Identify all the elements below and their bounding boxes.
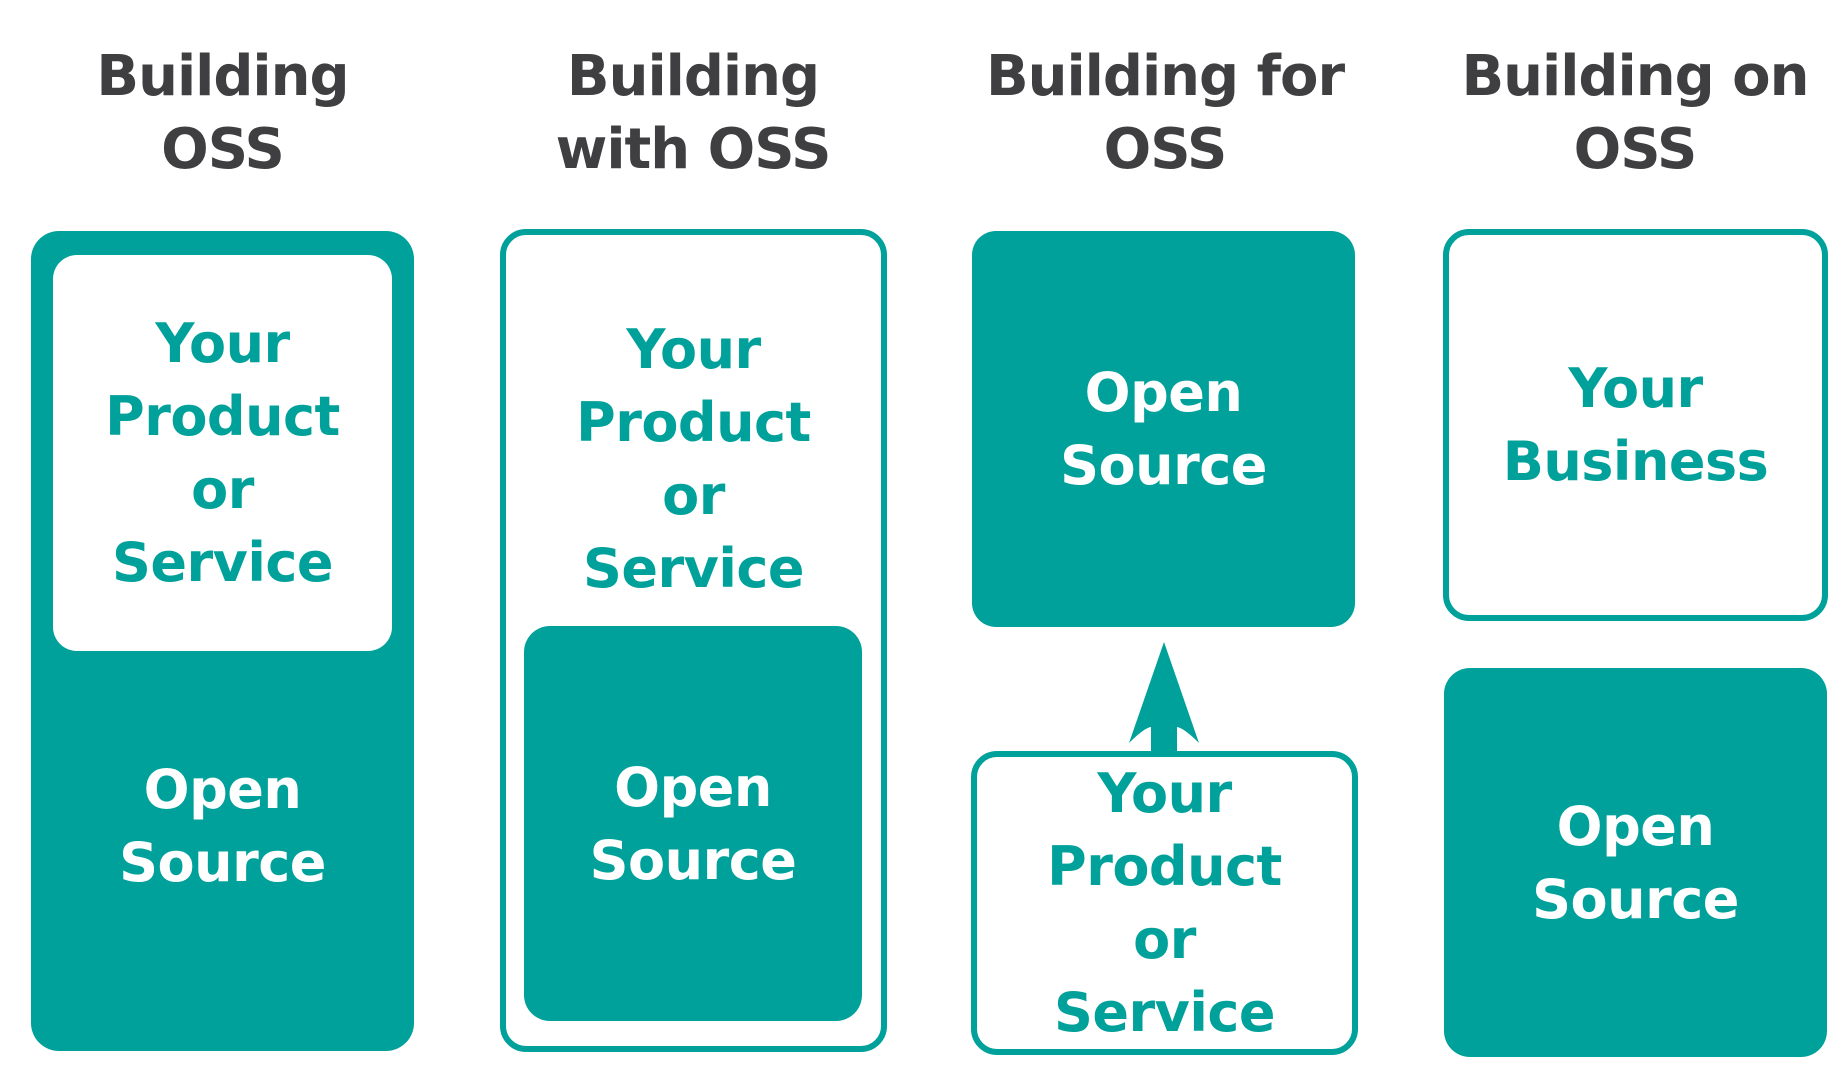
col3-product-box: Your Product or Service: [971, 751, 1358, 1055]
box-line: Your: [155, 312, 290, 375]
box-line: Service: [1054, 981, 1276, 1044]
heading-line: with OSS: [555, 117, 832, 182]
box-line: Open: [614, 755, 772, 819]
col3-open-source-box: Open Source: [972, 231, 1355, 627]
box-line: Your: [626, 318, 761, 381]
heading-line: Building: [566, 44, 820, 109]
heading-line: Building for: [985, 44, 1345, 109]
heading-building-on-oss: Building on OSS: [1410, 40, 1848, 186]
box-line: Product: [576, 391, 811, 454]
heading-line: Building: [96, 44, 349, 109]
heading-line: OSS: [1573, 117, 1698, 182]
box-line: Open: [1556, 794, 1715, 858]
box-line: Source: [119, 831, 326, 894]
box-line: Business: [1502, 430, 1769, 493]
box-line: Source: [1532, 867, 1739, 931]
box-line: Product: [1047, 835, 1282, 898]
box-line: Source: [1060, 434, 1267, 497]
col2-open-source-box: Open Source: [524, 626, 862, 1021]
box-line: or: [191, 458, 254, 521]
box-line: Product: [105, 385, 340, 448]
box-line: Service: [583, 537, 805, 600]
col4-open-source-box: Open Source: [1444, 668, 1827, 1057]
heading-building-with-oss: Building with OSS: [500, 40, 886, 186]
box-line: Open: [1084, 361, 1243, 424]
col4-business-box: Your Business: [1443, 229, 1828, 621]
box-line: Service: [112, 531, 334, 594]
heading-line: OSS: [161, 117, 285, 182]
box-line: Your: [1097, 762, 1232, 825]
box-line: or: [662, 464, 725, 527]
col1-product-box: Your Product or Service: [53, 255, 392, 651]
box-line: Open: [143, 758, 302, 821]
box-line: Your: [1568, 357, 1703, 420]
heading-building-oss: Building OSS: [31, 40, 414, 186]
heading-line: OSS: [1103, 117, 1228, 182]
heading-building-for-oss: Building for OSS: [940, 40, 1390, 186]
heading-line: Building on: [1461, 44, 1809, 109]
box-line: or: [1133, 908, 1196, 971]
box-line: Source: [589, 828, 797, 892]
arrow-up-icon: [1129, 642, 1199, 755]
